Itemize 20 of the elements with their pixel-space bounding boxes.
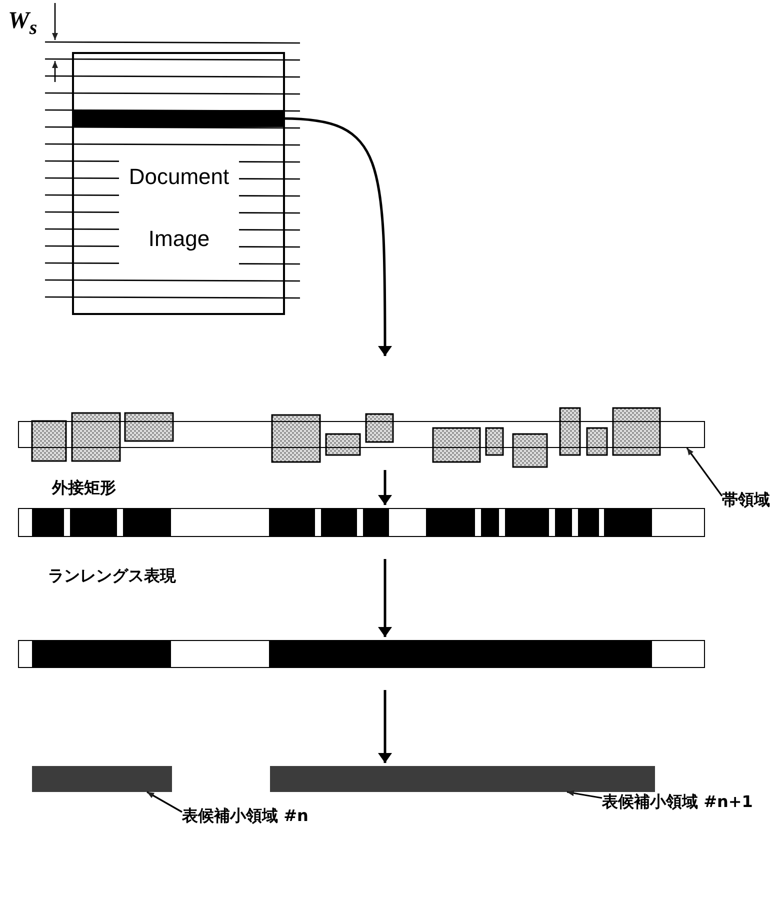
annotation-label: 外接矩形 (52, 478, 116, 499)
text-line-strip (74, 110, 283, 127)
region-label: 帯領域 (722, 490, 775, 512)
leader-line (146, 791, 182, 813)
region-label: 表候補小領域 #n (182, 806, 352, 828)
dimension-label: W$_{s}$ (8, 8, 38, 40)
table-candidate-bar (270, 766, 655, 792)
band-region (18, 421, 705, 448)
run-length-bar (18, 508, 705, 537)
table-candidate-bar (32, 766, 172, 792)
arrow (378, 559, 392, 637)
arrow (378, 690, 392, 763)
annotation-label: ランレングス表現 (48, 566, 176, 587)
arrow (378, 470, 392, 505)
leader-line (686, 448, 723, 496)
arrow (282, 117, 392, 356)
merged-run-bar (18, 640, 705, 668)
leader-line (566, 790, 602, 799)
document-page (72, 52, 285, 315)
region-label: 表候補小領域 #n+1 (602, 792, 775, 814)
